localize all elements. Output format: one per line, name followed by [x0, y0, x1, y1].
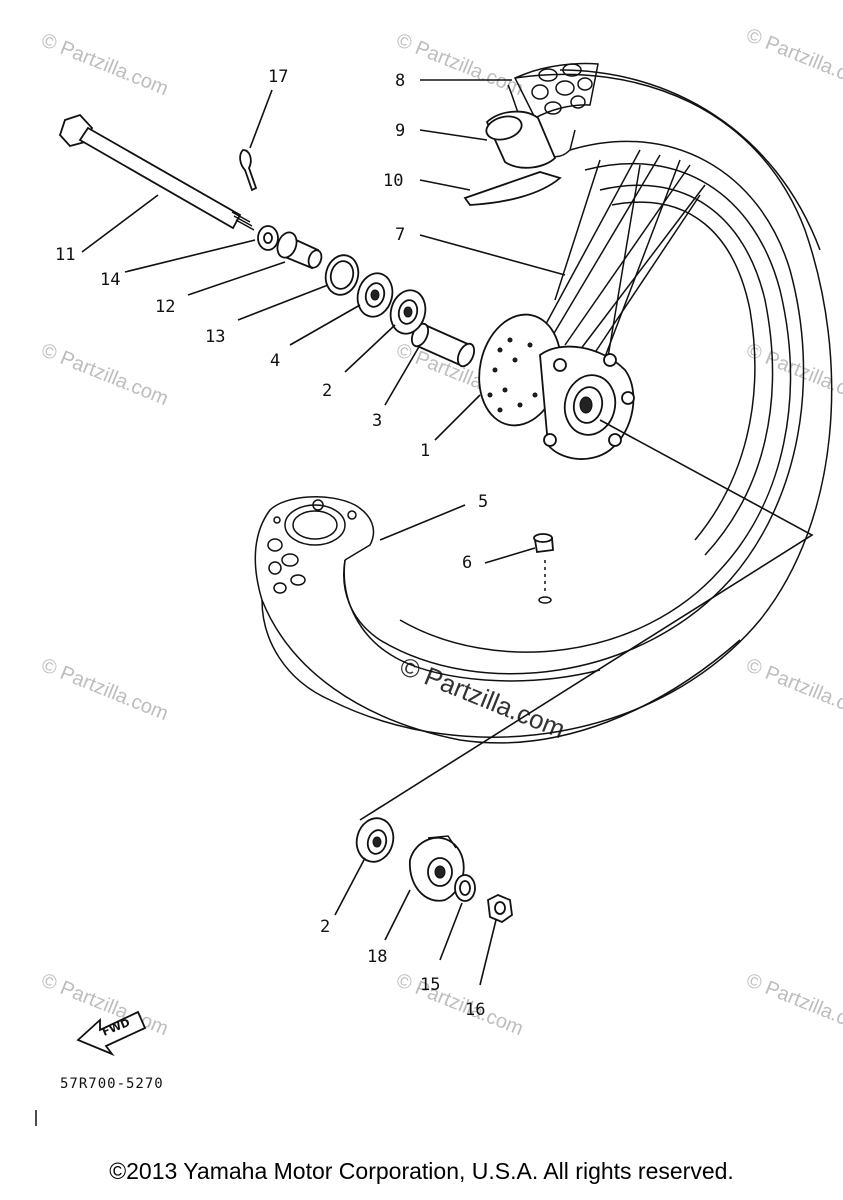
watermark: © Partzilla.com: [743, 339, 843, 410]
callout-2-top: 2: [322, 381, 332, 401]
watermark: © Partzilla.com: [393, 29, 526, 100]
callout-6: 6: [462, 553, 472, 573]
collar-15: [454, 874, 476, 902]
callout-16: 16: [465, 1000, 485, 1020]
diagram-code: 57R700-5270: [60, 1076, 164, 1092]
bearing-4: [356, 272, 394, 318]
callout-4: 4: [270, 351, 280, 371]
watermark: © Partzilla.com: [743, 969, 843, 1040]
callout-17: 17: [268, 67, 288, 87]
bearing-2-bottom: [355, 817, 395, 863]
leader-lines: [81, 79, 566, 986]
meter-gear-unit-18: [409, 835, 465, 902]
cotter-pin-17: [239, 149, 258, 192]
callout-3: 3: [372, 411, 382, 431]
callout-labels: 17 8 9 10 11 7 14 12 13 4 2 3 1 5 6 2 18…: [55, 67, 488, 1020]
assembly-lines: [359, 419, 814, 821]
watermark: © Partzilla.com: [38, 339, 171, 410]
watermark: © Partzilla.com: [743, 24, 843, 95]
callout-1: 1: [420, 441, 430, 461]
tire-and-rim: [254, 62, 833, 744]
spokes: [539, 149, 706, 376]
axle-nut-16: [487, 894, 513, 924]
watermark: © Partzilla.com: [743, 654, 843, 725]
copyright-notice: ©2013 Yamaha Motor Corporation, U.S.A. A…: [109, 1158, 734, 1184]
callout-5: 5: [478, 492, 488, 512]
hub: [478, 313, 635, 460]
watermark: © Partzilla.com: [38, 654, 171, 725]
callout-7: 7: [395, 225, 405, 245]
callout-10: 10: [383, 171, 403, 191]
watermark: © Partzilla.com: [38, 29, 171, 100]
valve-cap-6: [533, 533, 554, 604]
wheel-axle-11: [58, 113, 255, 231]
callout-9: 9: [395, 121, 405, 141]
watermark: © Partzilla.com: [393, 969, 526, 1040]
tube-and-rim-band: [463, 110, 562, 206]
bearing-2-top: [389, 289, 427, 335]
callout-2-bottom: 2: [320, 917, 330, 937]
callout-13: 13: [205, 327, 225, 347]
washer-14: [257, 225, 279, 251]
callout-15: 15: [420, 975, 440, 995]
oil-seal-13: [324, 254, 360, 296]
collar-12: [276, 231, 323, 270]
callout-8: 8: [395, 71, 405, 91]
callout-12: 12: [155, 297, 175, 317]
callout-14: 14: [100, 270, 120, 290]
callout-11: 11: [55, 245, 75, 265]
callout-18: 18: [367, 947, 387, 967]
